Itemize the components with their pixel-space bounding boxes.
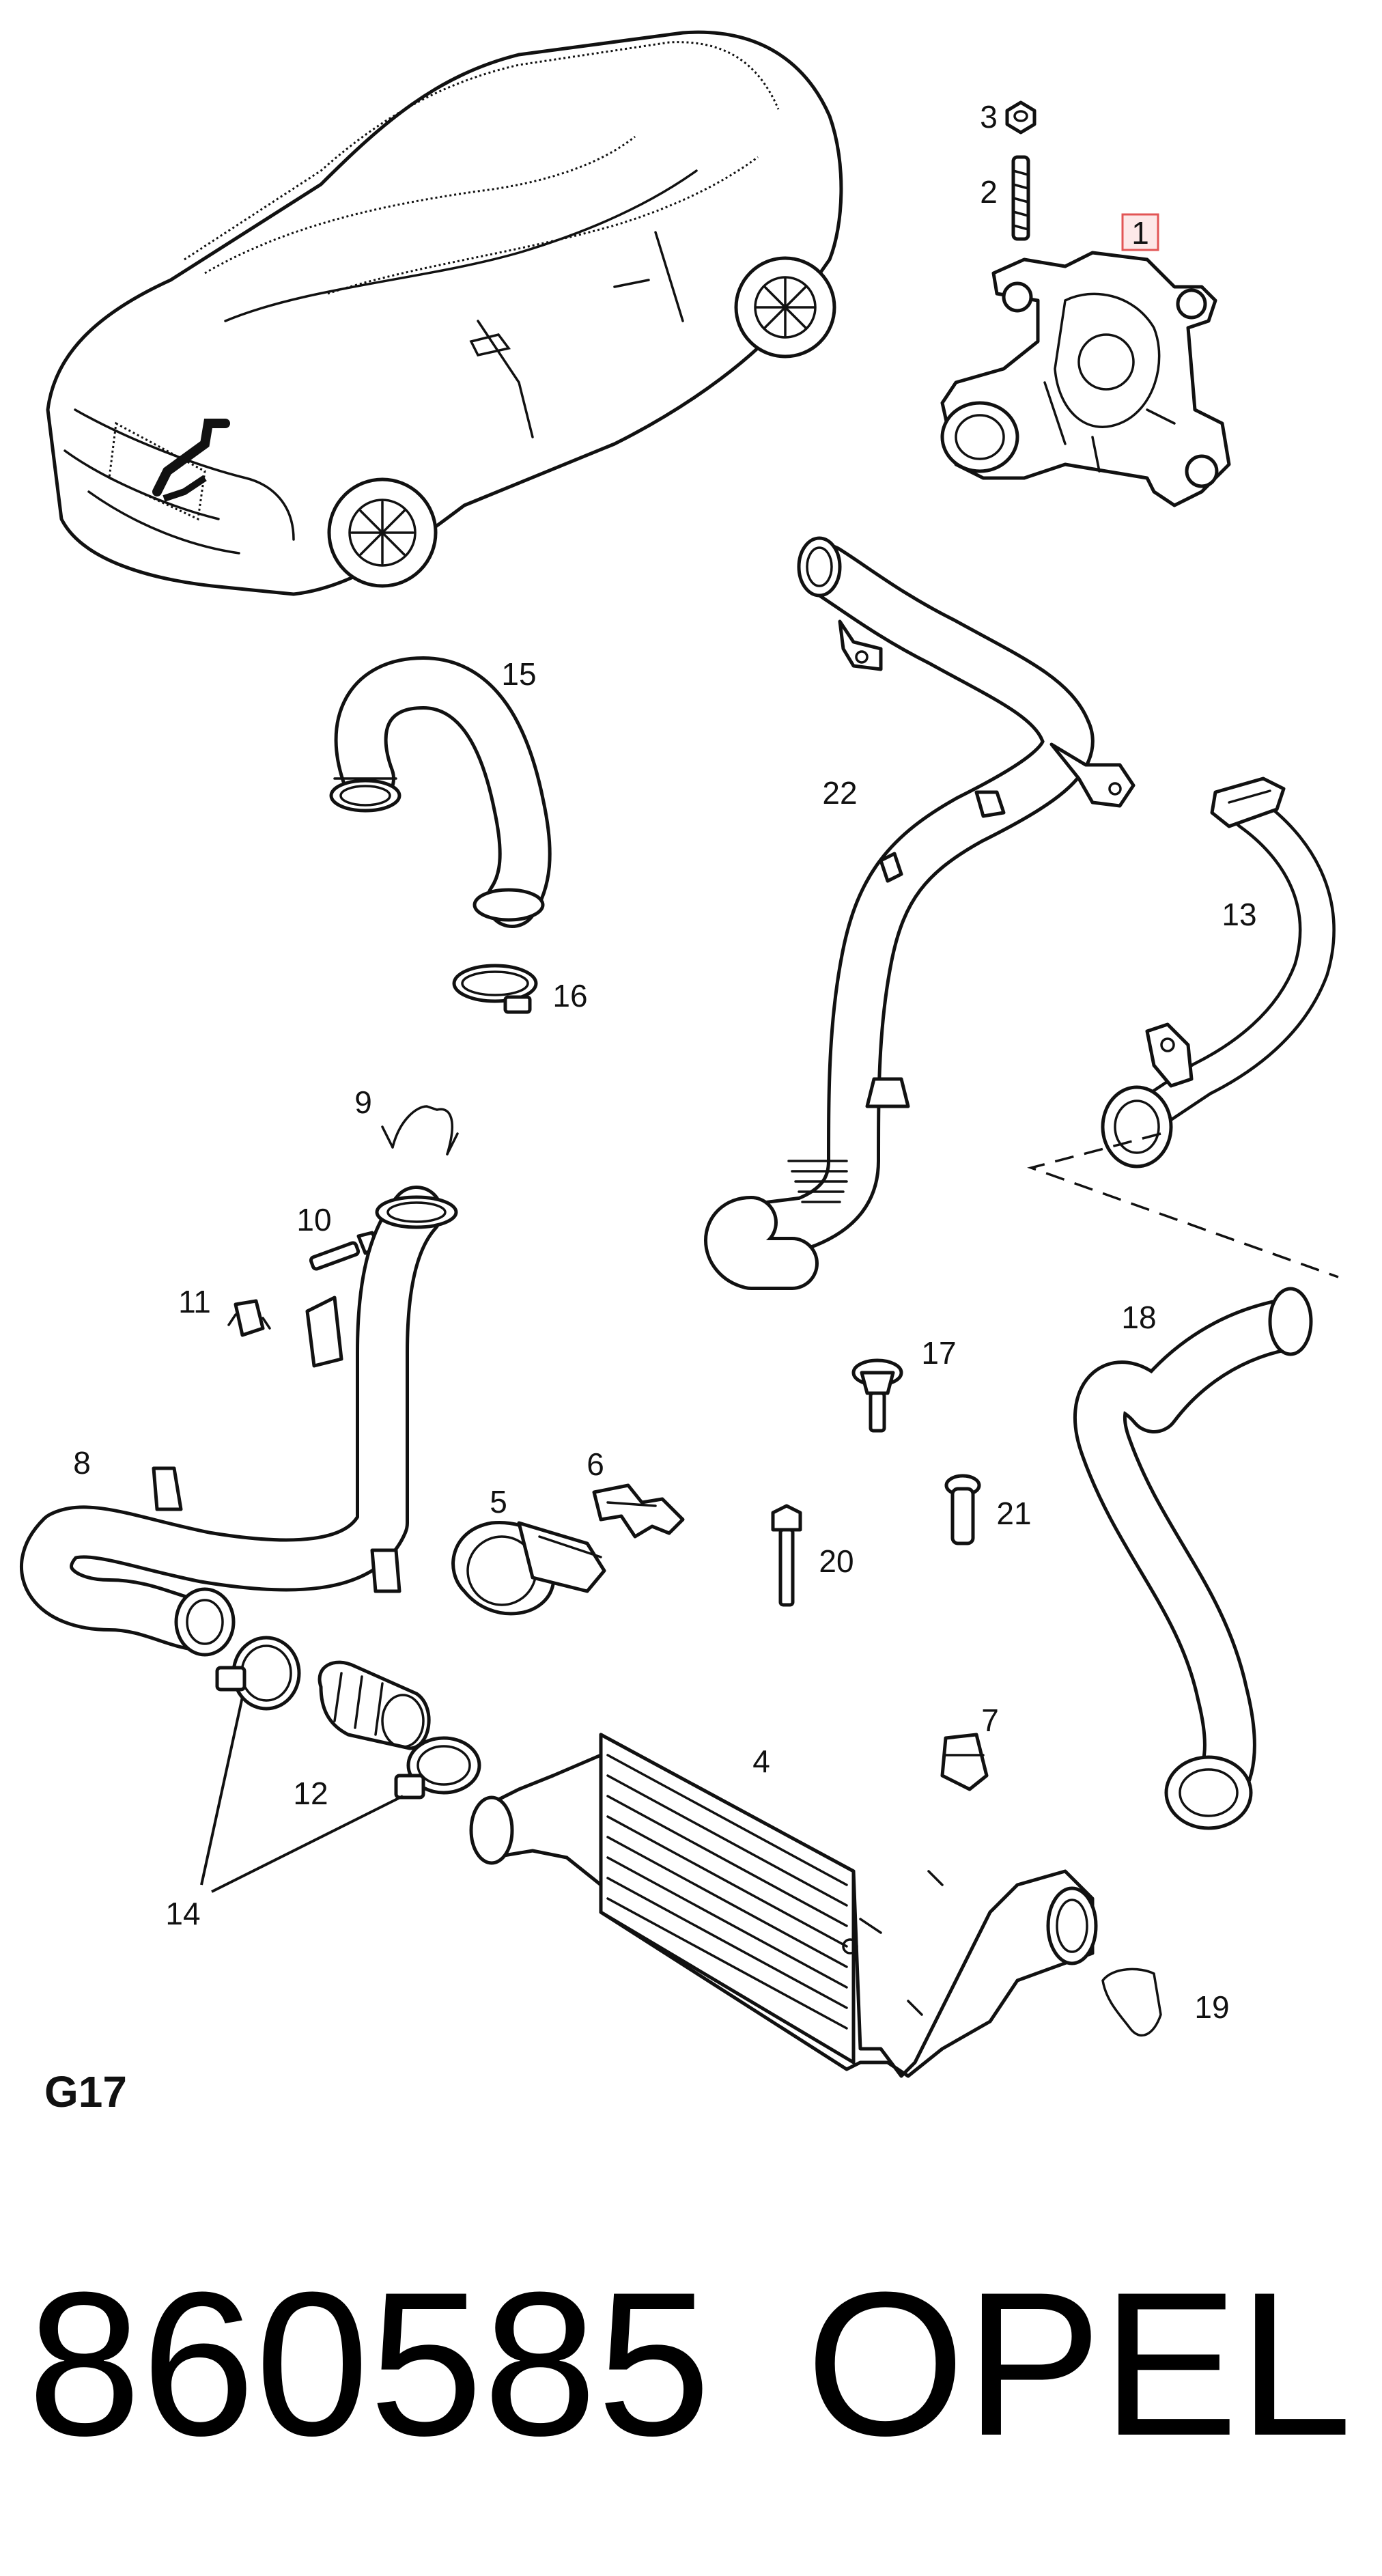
callout-3: 3 (980, 99, 998, 135)
part-9-clip (381, 1105, 459, 1156)
part-19-clip (1101, 1968, 1162, 2037)
part-16-clamp (452, 964, 538, 1014)
callout-12: 12 (293, 1776, 328, 1811)
callout-14-leader (200, 1696, 404, 1893)
part-13-hose (1101, 776, 1336, 1168)
callout-9: 9 (354, 1084, 372, 1120)
callout-18: 18 (1121, 1300, 1156, 1335)
callout-13: 13 (1222, 897, 1256, 932)
connector-dash-line (1027, 1132, 1339, 1278)
part-5-bracket (451, 1521, 606, 1616)
callout-21: 21 (996, 1496, 1031, 1531)
part-1-housing (940, 251, 1231, 507)
callout-16: 16 (552, 978, 587, 1013)
part-15-hose (329, 656, 552, 928)
part-3-nut (1005, 100, 1036, 135)
part-18-hose (1073, 1287, 1313, 1830)
callout-2: 2 (980, 174, 998, 210)
part-21-pin (944, 1474, 981, 1545)
part-6-bracket (592, 1483, 685, 1539)
part-17-bolt (851, 1358, 903, 1433)
part-22-pipe (704, 536, 1136, 1290)
section-label: G17 (44, 2067, 127, 2116)
callout-8: 8 (73, 1445, 91, 1481)
callout-22: 22 (822, 775, 857, 811)
part-20-bolt (771, 1504, 802, 1607)
brand-name: OPEL (806, 2249, 1352, 2478)
part-14-clamps (215, 1636, 481, 1800)
callout-5: 5 (490, 1484, 507, 1520)
callout-17: 17 (921, 1335, 956, 1371)
part-7-clip (940, 1733, 989, 1791)
callout-19: 19 (1194, 1989, 1229, 2025)
part-11-clip (227, 1299, 271, 1337)
callout-14: 14 (165, 1896, 200, 1931)
part-number: 860585 (27, 2249, 711, 2478)
callout-labels: 1 2 3 15 22 13 16 9 10 11 18 17 8 6 5 21… (73, 99, 1256, 2025)
callout-7: 7 (981, 1703, 999, 1738)
part-8-hose (20, 1186, 458, 1657)
callout-11: 11 (178, 1284, 211, 1319)
callout-20: 20 (819, 1543, 854, 1579)
part-4-intercooler (469, 1733, 1098, 2078)
callout-15: 15 (501, 656, 536, 692)
callout-1-highlight-box (1121, 213, 1159, 251)
vehicle-overview-illustration (46, 30, 843, 596)
callout-1: 1 (1131, 215, 1149, 251)
callout-6: 6 (587, 1446, 604, 1482)
callout-4: 4 (752, 1744, 770, 1779)
part-2-stud (1011, 155, 1030, 241)
part-12-coupling (318, 1660, 431, 1750)
callout-10: 10 (296, 1202, 331, 1237)
